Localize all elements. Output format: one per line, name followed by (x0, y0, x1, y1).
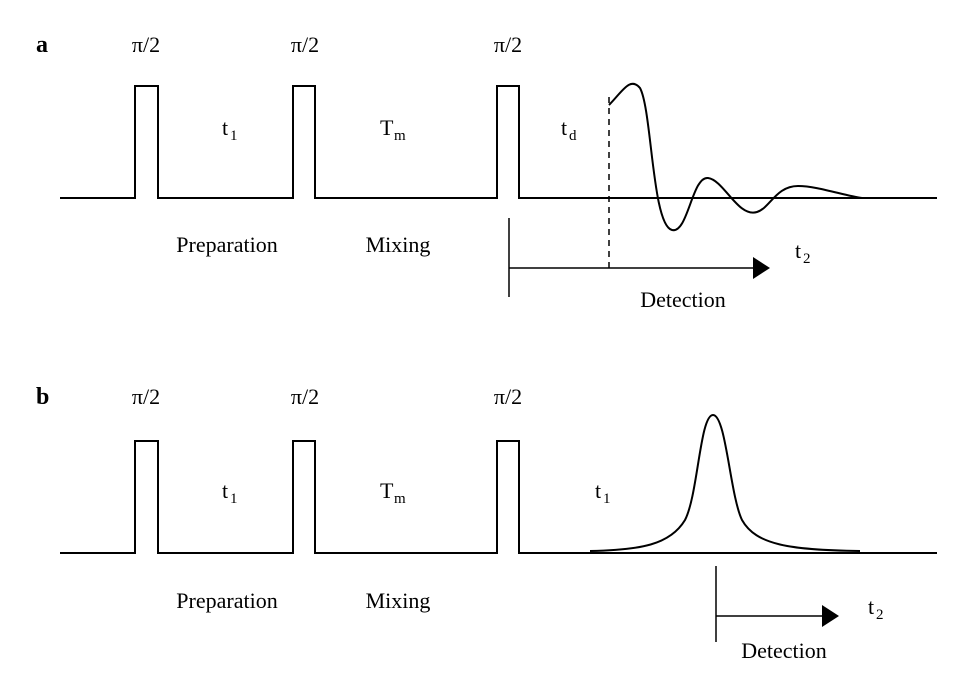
pulse-train (60, 85, 937, 199)
delay-label: t (222, 478, 228, 503)
delay-label: T (380, 478, 394, 503)
axis-subscript: 2 (803, 251, 811, 267)
delay-subscript: d (569, 128, 577, 144)
panel-label: a (36, 32, 48, 58)
panel-label: b (36, 384, 49, 410)
axis-subscript: 2 (876, 607, 884, 623)
panel-b: b π/2 π/2 π/2 t 1 T m t 1 Preparation Mi… (36, 384, 937, 663)
pulse-label: π/2 (291, 32, 319, 57)
delay-subscript: 1 (230, 491, 238, 507)
pulse-label: π/2 (291, 384, 319, 409)
stage-label: Preparation (176, 232, 277, 257)
pulse-label: π/2 (132, 384, 160, 409)
echo-signal (589, 413, 861, 552)
delay-subscript: m (394, 128, 406, 144)
delay-subscript: 1 (603, 491, 611, 507)
delay-subscript: m (394, 491, 406, 507)
stage-label: Mixing (366, 588, 431, 613)
arrow-head-icon (753, 257, 770, 279)
detection-label: Detection (741, 638, 827, 663)
axis-label: t (868, 594, 874, 619)
pulse-label: π/2 (132, 32, 160, 57)
delay-label: T (380, 115, 394, 140)
delay-label: t (595, 478, 601, 503)
pulse-train (60, 440, 937, 554)
delay-label: t (222, 115, 228, 140)
delay-label: t (561, 115, 567, 140)
pulse-label: π/2 (494, 32, 522, 57)
stage-label: Preparation (176, 588, 277, 613)
stage-label: Mixing (366, 232, 431, 257)
axis-label: t (795, 238, 801, 263)
detection-label: Detection (640, 287, 726, 312)
fid-signal (608, 82, 863, 232)
pulse-label: π/2 (494, 384, 522, 409)
arrow-head-icon (822, 605, 839, 627)
panel-a: a π/2 π/2 π/2 t 1 T m t d Preparation Mi… (36, 32, 937, 312)
delay-subscript: 1 (230, 128, 238, 144)
